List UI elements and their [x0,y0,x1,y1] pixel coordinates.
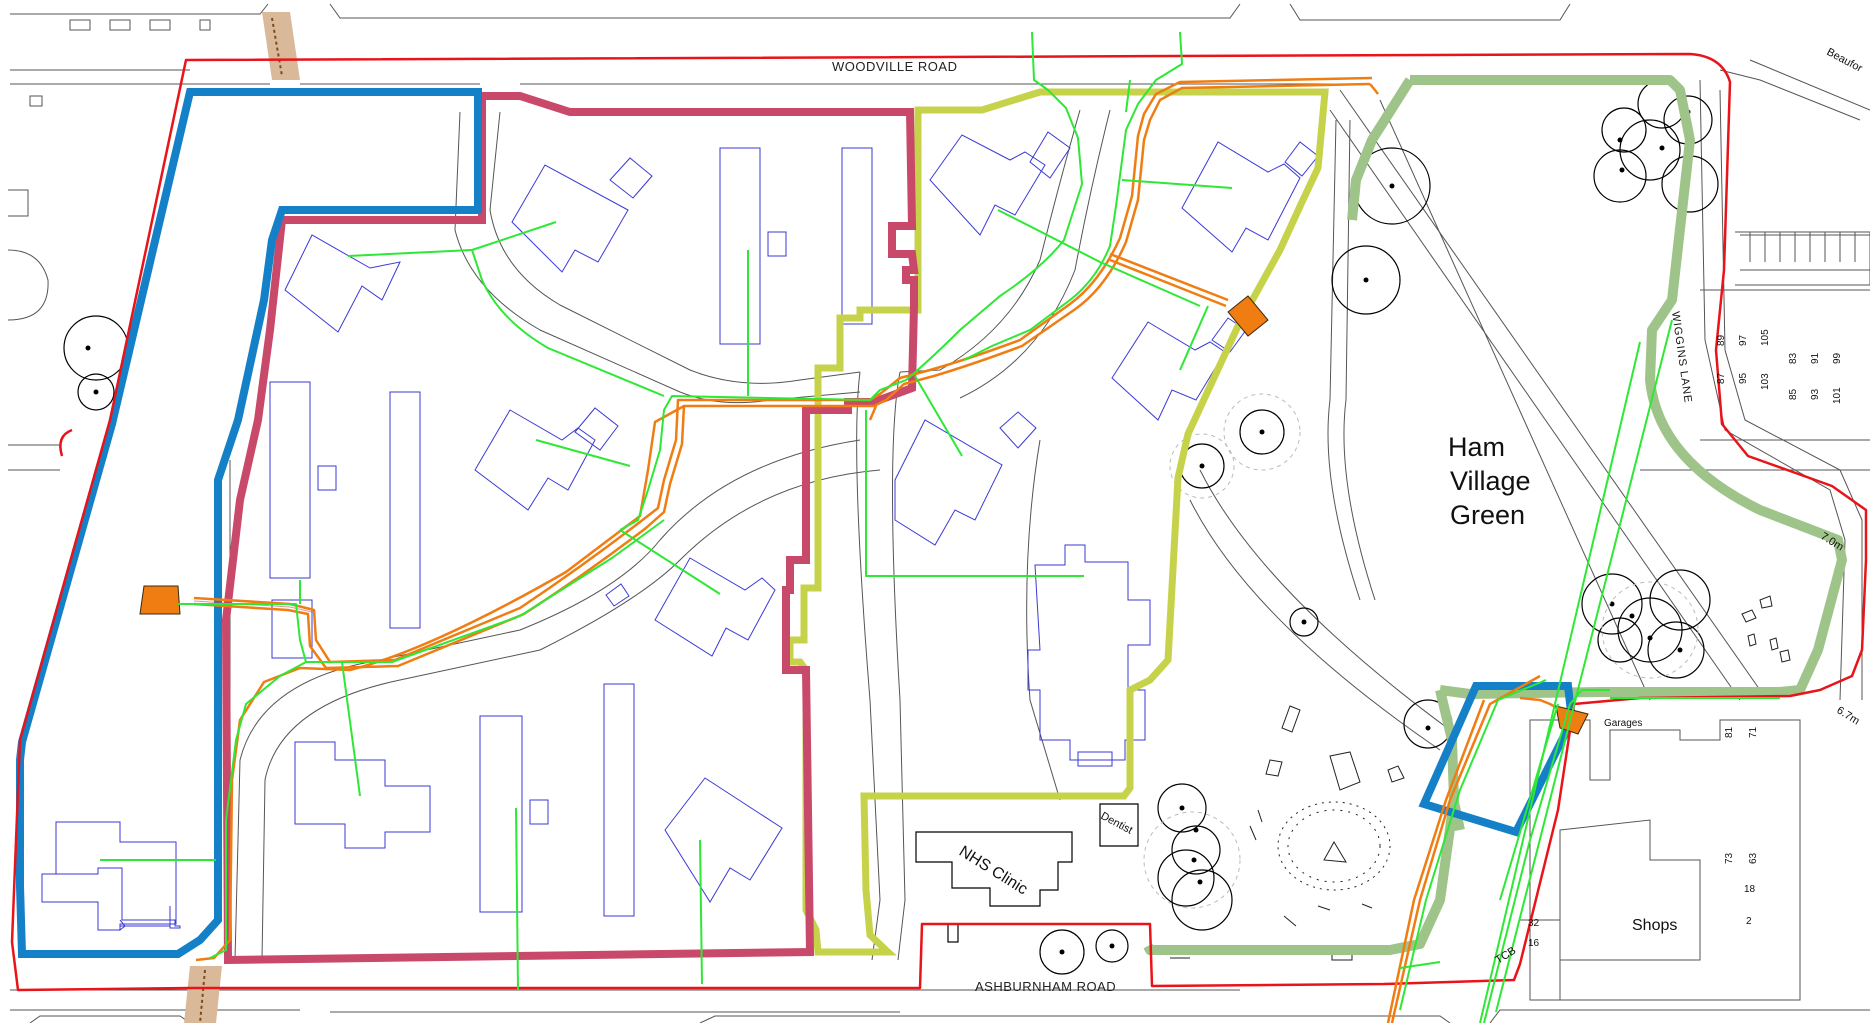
shop-number: 81 [1724,726,1735,738]
house-number: 89 [1716,334,1727,346]
ham-green-line1: Ham [1448,432,1505,462]
phase-blue-boundary [16,88,1577,958]
site-boundary [10,52,1868,992]
ham-green-line2: Village [1450,466,1531,496]
ashburnham-road-label: ASHBURNHAM ROAD [975,979,1116,994]
house-number: 87 [1716,372,1727,384]
footpath-crossing [184,12,300,1023]
shop-number: 2 [1746,916,1752,927]
house-number: 93 [1810,388,1821,400]
node-east [1227,295,1269,337]
shop-number: 18 [1744,884,1756,895]
phase-magenta-boundary [221,92,919,965]
garages-label: Garages [1604,718,1642,729]
shop-number: 71 [1748,726,1759,738]
dentist-label: Dentist [1099,810,1135,837]
house-number: 103 [1760,373,1771,390]
village-green-features [1170,595,1791,961]
base-linework [7,3,1870,1023]
house-number: 97 [1738,334,1749,346]
house-number: 95 [1738,372,1749,384]
shops-label: Shops [1632,917,1677,934]
beaufort-road-label: Beaufor [1825,46,1865,75]
tree-canopies [1143,393,1699,909]
node-west [139,585,181,615]
shop-number: 16 [1528,938,1540,949]
shop-number: 32 [1528,918,1540,929]
house-numbers-right: 83 91 99 85 93 101 [1788,352,1843,404]
phase-olive-boundary [786,88,1329,956]
house-number: 83 [1788,352,1799,364]
level-6-7m-label: 6.7m [1834,704,1861,727]
shop-numbers: 81 71 73 63 18 32 16 2 [1528,726,1759,949]
house-number: 91 [1810,352,1821,364]
house-number: 105 [1760,329,1771,346]
house-numbers-left: 89 97 105 87 95 103 [1716,329,1771,390]
green-routes [100,31,1780,1023]
shop-number: 73 [1724,852,1735,864]
house-number: 101 [1832,387,1843,404]
house-number: 99 [1832,352,1843,364]
parking-bays [1735,231,1870,286]
ham-green-line3: Green [1450,500,1525,530]
wiggins-lane-label: WIGGINS LANE [1669,311,1694,404]
house-number: 85 [1788,388,1799,400]
woodville-road-label: WOODVILLE ROAD [832,59,957,74]
shop-number: 63 [1748,852,1759,864]
nhs-clinic-label: NHS Clinic [956,843,1031,898]
nhs-clinic-building [915,803,1139,943]
